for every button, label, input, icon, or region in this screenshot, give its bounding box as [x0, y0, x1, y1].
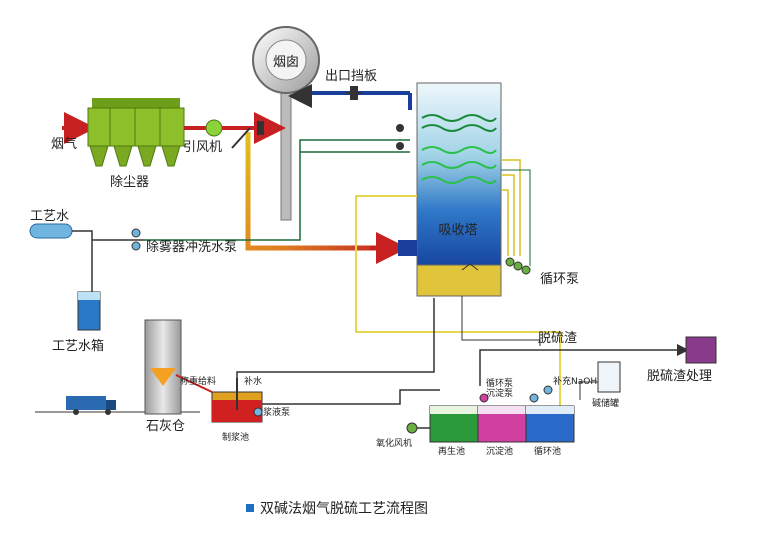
slag-treatment-box: [685, 336, 717, 364]
process-water-label: 工艺水: [30, 209, 69, 224]
gas-duct-to-tower: [245, 132, 398, 251]
demister-pump-icons: [131, 228, 141, 251]
caption-marker: [246, 504, 254, 512]
sedimentation-tank: [477, 405, 527, 443]
bypass-damper-icon: [231, 127, 251, 149]
demister-wash-lines: [145, 124, 410, 241]
diagram-caption: 双碱法烟气脱硫工艺流程图: [260, 501, 428, 517]
slurry-pump-label: 浆液泵: [263, 406, 290, 418]
makeup-water-label: 补水: [244, 375, 262, 387]
alkali-storage-label: 碱储罐: [592, 397, 619, 409]
chimney: [252, 26, 320, 221]
lime-silo-label: 石灰仓: [146, 419, 185, 434]
weigh-feed-label: 称重给料: [180, 375, 216, 387]
outlet-duct: [288, 84, 412, 110]
slurry-tank: [211, 378, 263, 423]
demister-pump-label: 除雾器冲洗水泵: [146, 240, 237, 255]
circulation-pump-label: 循环泵: [540, 272, 579, 287]
settling-pump-label: 沉淀泵: [486, 387, 513, 399]
alkali-storage-tank: [579, 361, 621, 400]
circulation-tank-label: 循环池: [534, 445, 561, 457]
tank-pump-icons: [479, 385, 553, 403]
truck-icon: [66, 396, 116, 415]
process-water-tank: [77, 291, 101, 331]
circulation-pump-small-label: 循环泵: [486, 377, 513, 389]
absorption-tower-label: 吸收塔: [438, 223, 477, 238]
lime-silo: [144, 319, 182, 415]
process-water-tank-label: 工艺水箱: [52, 338, 104, 354]
fan-damper-icon: [257, 121, 264, 135]
dust-collector-label: 除尘器: [110, 175, 149, 190]
circulation-tank: [525, 405, 575, 443]
sedimentation-tank-label: 沉淀池: [486, 445, 513, 457]
circulation-pump-icons: [505, 257, 531, 275]
oxidation-fan-icon: [406, 422, 430, 434]
dust-collector: [87, 98, 185, 167]
spray-header-lines: [501, 159, 531, 266]
absorption-tower: [398, 82, 502, 297]
regeneration-tank-label: 再生池: [438, 445, 465, 457]
chimney-label: 烟囱: [273, 55, 299, 70]
slurry-tank-label: 制浆池: [222, 431, 249, 443]
slurry-pump-icon: [253, 407, 263, 417]
induced-fan-label: 引风机: [183, 140, 222, 155]
outlet-damper-icon: [346, 86, 362, 100]
induced-fan-icon: [205, 119, 223, 137]
add-naoh-label: 补充NaOH: [553, 375, 597, 387]
flue-gas-label: 烟气: [51, 136, 77, 152]
outlet-damper-label: 出口挡板: [325, 69, 377, 84]
oxidation-fan-label: 氧化风机: [376, 437, 412, 449]
regeneration-tank: [429, 405, 479, 443]
slag-treatment-label: 脱硫渣处理: [647, 369, 712, 384]
desulfurization-slag-label: 脱硫渣: [538, 331, 577, 346]
slurry-return-line: [355, 195, 561, 412]
process-water-inlet: [29, 223, 93, 300]
reagent-lines: [236, 296, 689, 405]
lime-feed-line: [175, 374, 213, 393]
